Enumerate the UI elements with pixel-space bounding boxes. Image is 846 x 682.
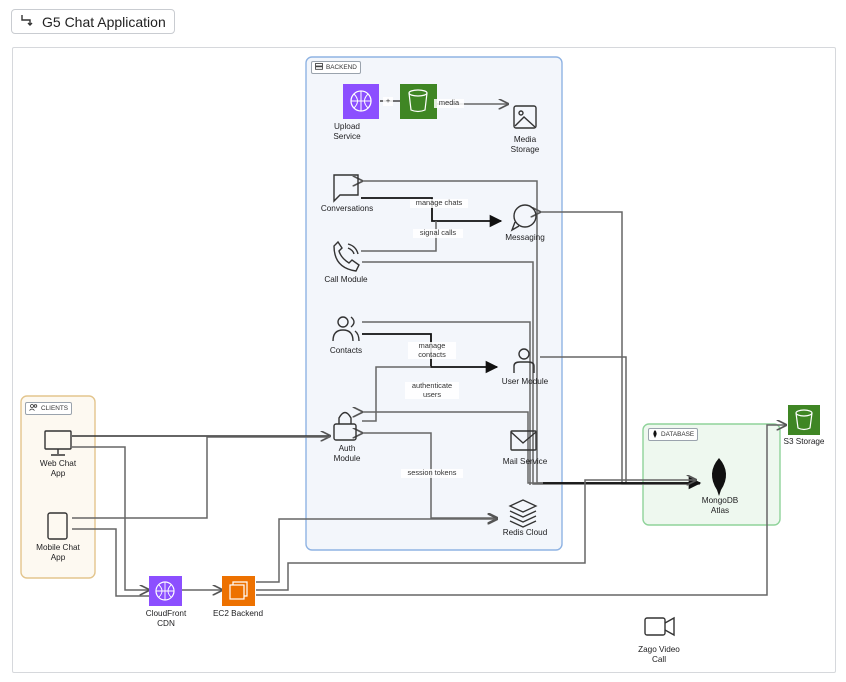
backend-group-label: BACKEND (326, 64, 357, 71)
redis-cloud-label: Redis Cloud (502, 528, 548, 537)
messaging-icon (510, 204, 537, 232)
cloudfront-cdn-label: CloudFront CDN (145, 609, 187, 628)
leaf-icon (652, 429, 658, 440)
edge-label-authenticate-users: authenticate users (405, 381, 459, 400)
upload-service-icon (343, 84, 379, 119)
edge-ec2-redis (256, 519, 497, 583)
edge-ec2-mongo (256, 480, 696, 591)
server-icon (315, 63, 323, 72)
edge-mobile-cdn (72, 528, 149, 597)
diagram-title-button[interactable]: G5 Chat Application (11, 9, 175, 34)
s3-storage-icon (788, 405, 820, 435)
mail-icon (510, 430, 537, 451)
conversations-label: Conversations (320, 204, 374, 213)
edge-label-session-tokens: session tokens (401, 468, 463, 478)
contacts-icon (332, 316, 360, 342)
phone-icon (333, 240, 360, 272)
media-storage-icon (513, 105, 537, 129)
ec2-backend-label: EC2 Backend (212, 609, 264, 618)
edge-user-mongo (540, 356, 627, 484)
mongodb-atlas-label: MongoDB Atlas (701, 496, 739, 515)
edge-label-signal-calls: signal calls (413, 228, 463, 238)
edge-messaging-mongo (540, 212, 700, 485)
ec2-icon (222, 576, 255, 606)
redis-icon (508, 499, 538, 528)
edge-mobile-auth (72, 436, 330, 519)
mobile-chat-app-label: Mobile Chat App (36, 543, 80, 562)
clients-group-tag: CLIENTS (25, 402, 72, 415)
database-group-label: DATABASE (661, 431, 695, 438)
edge-ec2-s3 (256, 425, 786, 596)
clients-group-label: CLIENTS (41, 405, 68, 412)
flow-icon (20, 13, 34, 31)
user-icon (513, 348, 535, 373)
video-camera-icon (644, 616, 675, 637)
database-group (642, 423, 781, 526)
messaging-label: Messaging (505, 233, 545, 242)
contacts-label: Contacts (329, 346, 363, 355)
monitor-icon (44, 430, 72, 456)
call-module-label: Call Module (324, 275, 368, 284)
cloudfront-icon (149, 576, 182, 606)
s3-bucket-icon (400, 84, 437, 119)
auth-module-label: Auth Module (333, 444, 361, 463)
edge-auth-user (362, 366, 431, 422)
conversations-icon (333, 174, 359, 203)
mail-service-label: Mail Service (502, 457, 548, 466)
zago-video-call-label: Zago Video Call (638, 645, 680, 664)
upload-service-label: Upload Service (333, 122, 361, 141)
s3-storage-label: S3 Storage (783, 437, 825, 446)
lock-icon (333, 411, 357, 441)
backend-group-tag: BACKEND (311, 61, 361, 74)
edge-label-manage-contacts: manage contacts (408, 341, 456, 360)
diagram-title: G5 Chat Application (42, 13, 166, 30)
edge-label-manage-chats: manage chats (410, 198, 468, 208)
edge-label-media: media (434, 98, 464, 108)
web-chat-app-label: Web Chat App (39, 459, 77, 478)
mongodb-leaf-icon (711, 458, 727, 496)
users-icon (29, 404, 38, 413)
edge-label-plus: + (383, 96, 393, 106)
media-storage-label: Media Storage (510, 135, 540, 154)
tablet-icon (47, 512, 68, 540)
edge-conv-messaging (361, 197, 503, 228)
clients-group (20, 395, 96, 579)
user-module-label: User Module (501, 377, 549, 386)
database-group-tag: DATABASE (648, 428, 699, 441)
edge-call-mongo (362, 261, 696, 485)
